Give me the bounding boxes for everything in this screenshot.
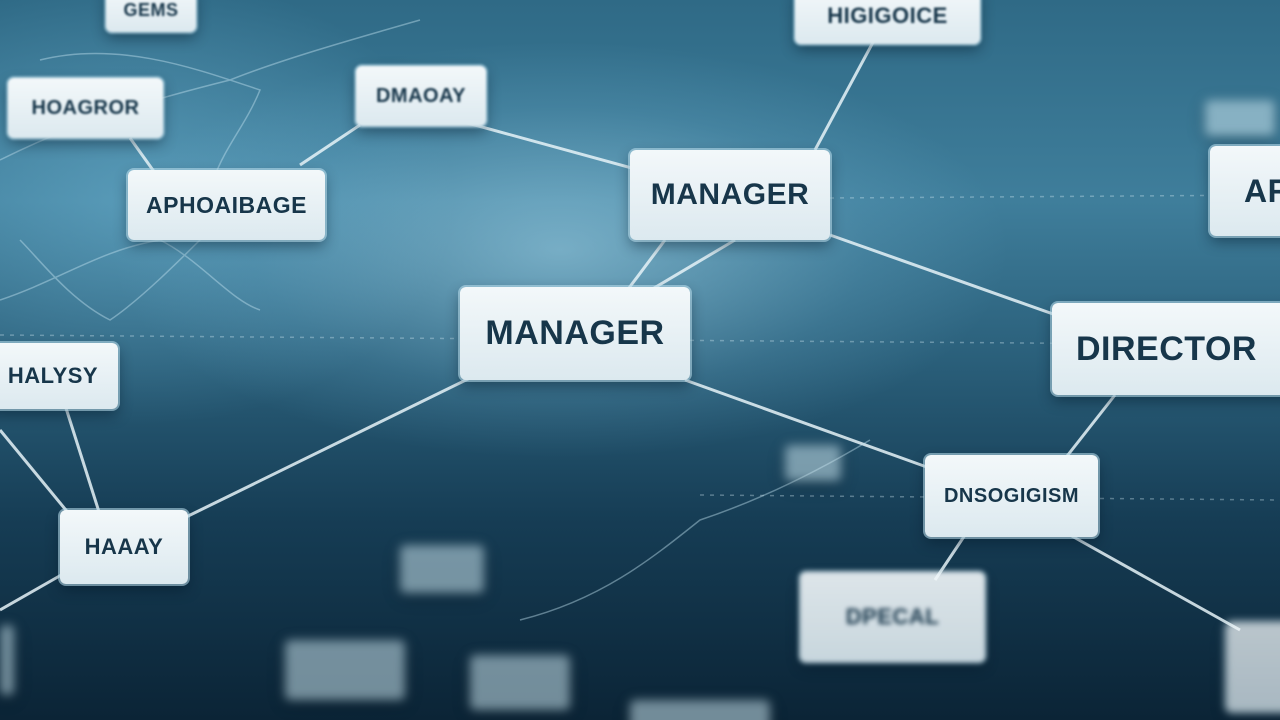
node-label: APHOAIBAGE <box>146 191 307 218</box>
link-line <box>299 123 361 167</box>
node-label: MANAGER <box>485 314 665 352</box>
link-line <box>1069 533 1241 632</box>
node-label: HAAAY <box>84 534 164 559</box>
link-line <box>179 376 471 522</box>
node-manager-upper: MANAGER <box>630 150 830 240</box>
blurred-node <box>400 545 484 593</box>
blurred-node <box>630 700 770 720</box>
blurred-node <box>1205 100 1275 136</box>
node-label: AR <box>1244 172 1280 209</box>
link-line <box>684 378 936 472</box>
blurred-node <box>285 640 405 700</box>
node-label: DIRECTOR <box>1076 329 1257 368</box>
blurred-node <box>785 445 841 481</box>
node-left-mid: APHOAIBAGE <box>128 170 325 240</box>
node-label: DMAOAY <box>375 84 467 107</box>
node-bottom-right-edge <box>1226 622 1280 712</box>
node-manager-center: MANAGER <box>460 287 690 380</box>
node-label: DNSOGIGISM <box>943 484 1079 507</box>
link-line <box>829 233 1071 322</box>
node-right-lower: DNSOGIGISM <box>925 455 1098 537</box>
node-label: MANAGER <box>650 178 810 211</box>
map-outline <box>0 239 261 311</box>
node-left-edge: HALYSY <box>0 343 118 409</box>
node-label: HALYSY <box>7 363 99 388</box>
link-line <box>63 404 102 516</box>
node-label: HOAGROR <box>31 96 140 119</box>
blurred-node <box>0 625 14 695</box>
link-line <box>1058 394 1117 466</box>
node-label: DPECAL <box>845 604 940 629</box>
node-bottom-mid: DPECAL <box>800 572 985 662</box>
link-line <box>0 429 72 516</box>
node-label: HIGIGOICE <box>827 3 948 28</box>
node-right-edge: AR <box>1210 146 1280 236</box>
node-top-left: GEMS <box>106 0 196 32</box>
node-upper-left: HOAGROR <box>8 78 163 138</box>
link-line <box>0 568 71 612</box>
blurred-node <box>470 655 570 710</box>
node-label: GEMS <box>123 0 179 20</box>
node-upper-mid: DMAOAY <box>356 66 486 126</box>
node-top-right: HIGIGOICE <box>795 0 980 44</box>
node-director: DIRECTOR <box>1052 303 1280 395</box>
node-lower-left: HAAAY <box>60 510 188 584</box>
